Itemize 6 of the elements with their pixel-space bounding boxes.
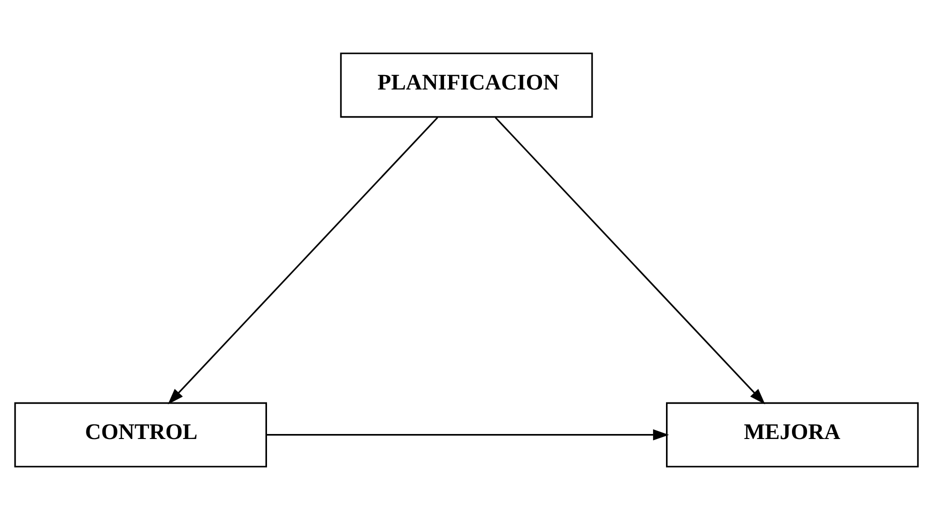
node-box: CONTROL [14,402,267,467]
arrow [168,116,438,404]
arrow [494,116,766,404]
node-box: PLANIFICACION [340,52,593,118]
arrow [266,428,669,440]
node-box: MEJORA [666,402,919,467]
